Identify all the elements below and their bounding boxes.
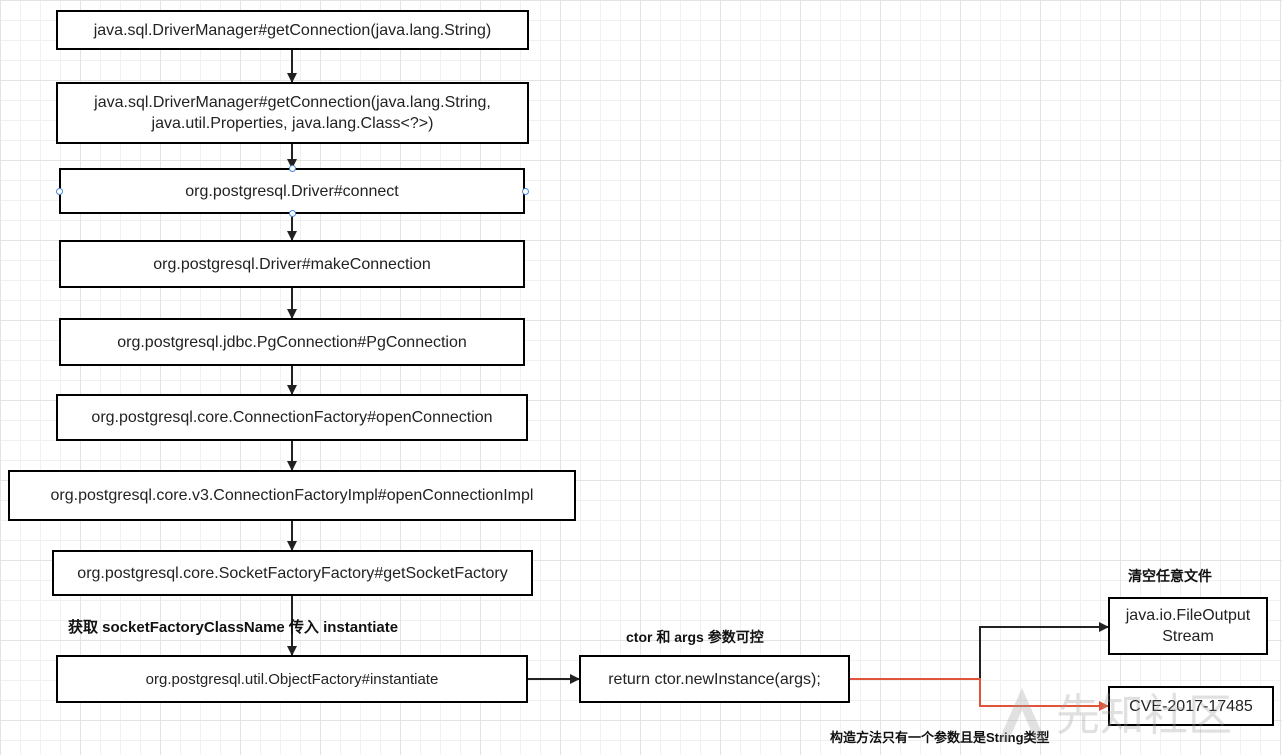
flow-node-12-label: CVE-2017-17485	[1129, 697, 1253, 715]
flow-node-11[interactable]: java.io.FileOutput Stream	[1108, 597, 1268, 655]
flow-node-3-label: org.postgresql.Driver#connect	[185, 182, 399, 200]
flow-node-8-label: org.postgresql.core.SocketFactoryFactory…	[77, 564, 508, 582]
flow-node-6[interactable]: org.postgresql.core.ConnectionFactory#op…	[56, 394, 528, 441]
selection-handle-bottom[interactable]	[289, 210, 296, 217]
watermark-logo: 先知社区	[998, 688, 1232, 742]
flow-node-12[interactable]: CVE-2017-17485	[1108, 686, 1274, 726]
watermark-text: 先知社区	[1056, 690, 1232, 741]
annotation-get-factory: 获取 socketFactoryClassName 传入 instantiate	[68, 619, 399, 636]
flow-node-4-label: org.postgresql.Driver#makeConnection	[153, 255, 431, 273]
flow-node-7-label: org.postgresql.core.v3.ConnectionFactory…	[50, 487, 534, 504]
flow-node-11-line1: java.io.FileOutput	[1125, 607, 1251, 624]
flow-node-3[interactable]: org.postgresql.Driver#connect	[59, 168, 525, 214]
selection-handle-top[interactable]	[289, 165, 296, 172]
flow-node-5[interactable]: org.postgresql.jdbc.PgConnection#PgConne…	[59, 318, 525, 366]
flow-node-2-line1: java.sql.DriverManager#getConnection(jav…	[94, 94, 491, 111]
selection-handle-right[interactable]	[522, 188, 529, 195]
flow-node-5-label: org.postgresql.jdbc.PgConnection#PgConne…	[117, 333, 467, 351]
annotation-clear-file: 清空任意文件	[1128, 568, 1212, 584]
flow-node-7[interactable]: org.postgresql.core.v3.ConnectionFactory…	[8, 470, 576, 521]
annotation-constructor-note: 构造方法只有一个参数且是String类型	[830, 730, 1050, 745]
annotation-ctor-args: ctor 和 args 参数可控	[626, 629, 764, 645]
arrow-n10-n12	[850, 678, 1109, 711]
selection-handle-left[interactable]	[56, 188, 63, 195]
flow-node-2[interactable]: java.sql.DriverManager#getConnection(jav…	[56, 82, 529, 144]
flow-node-10-label: return ctor.newInstance(args);	[608, 670, 821, 688]
flow-node-9-label: org.postgresql.util.ObjectFactory#instan…	[145, 670, 439, 688]
flow-node-6-label: org.postgresql.core.ConnectionFactory#op…	[91, 409, 493, 426]
flow-node-8[interactable]: org.postgresql.core.SocketFactoryFactory…	[52, 550, 533, 596]
flow-node-4[interactable]: org.postgresql.Driver#makeConnection	[59, 240, 525, 288]
flow-node-10[interactable]: return ctor.newInstance(args);	[579, 655, 850, 703]
flow-node-11-line2: Stream	[1162, 628, 1214, 645]
arrow-n10-n11	[850, 622, 1109, 680]
flow-node-1[interactable]: java.sql.DriverManager#getConnection(jav…	[56, 10, 529, 50]
flow-node-2-line2: java.util.Properties, java.lang.Class<?>…	[151, 115, 434, 132]
flow-node-9[interactable]: org.postgresql.util.ObjectFactory#instan…	[56, 655, 528, 703]
flow-node-1-label: java.sql.DriverManager#getConnection(jav…	[93, 21, 492, 39]
